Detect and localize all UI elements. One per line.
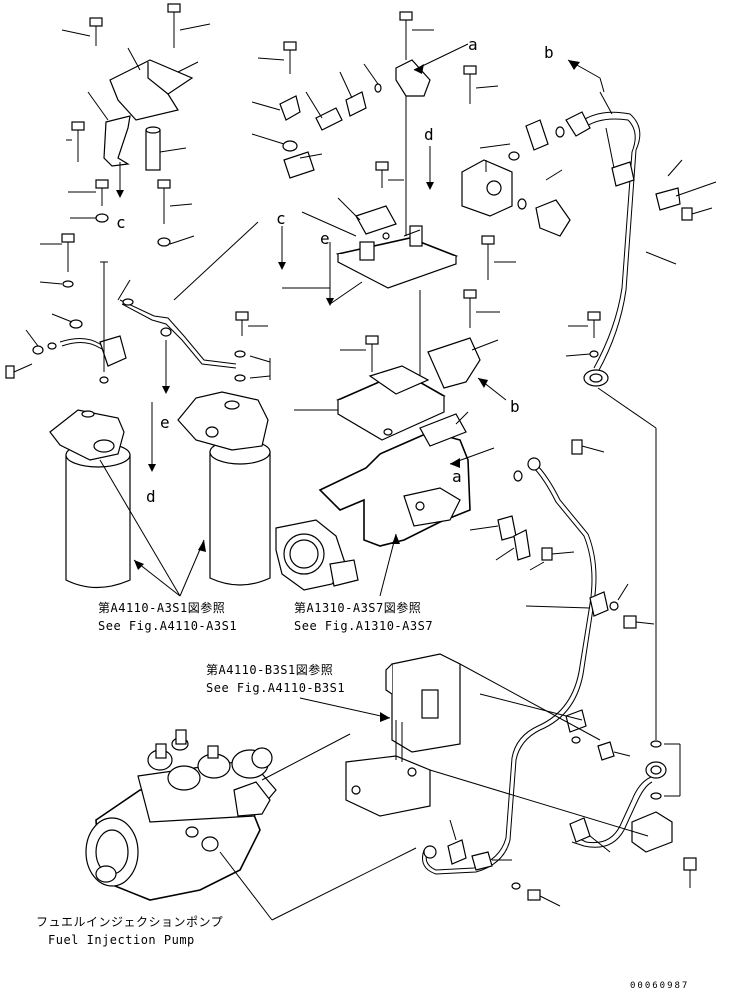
label-a-center: a <box>452 467 462 486</box>
label-c-center: c <box>276 209 286 228</box>
ref-manifold-jp: 第A1310-A3S7図参照 <box>294 600 421 615</box>
pipe-fittings-top <box>251 11 571 237</box>
ref-manifold-en: See Fig.A1310-A3S7 <box>294 619 433 633</box>
intake-manifold <box>275 411 495 597</box>
ref-pump-en: Fuel Injection Pump <box>48 933 195 947</box>
fuel-injection-pump <box>85 729 417 921</box>
ref-pump-jp: フュエルインジェクションポンプ <box>36 915 223 929</box>
ref-bracket-en: See Fig.A4110-B3S1 <box>206 681 345 695</box>
fuel-filter-right <box>177 391 271 586</box>
label-d-left: d <box>146 487 156 506</box>
intake-heater <box>294 311 601 441</box>
label-e-center: e <box>320 229 330 248</box>
document-number: 00060987 <box>630 981 689 991</box>
intake-plate <box>278 197 516 390</box>
ref-bracket-jp: 第A4110-B3S1図参照 <box>206 662 333 677</box>
ref-fuel-filter-en: See Fig.A4110-A3S1 <box>98 619 237 633</box>
pump-bracket <box>299 653 649 865</box>
label-d-top: d <box>424 125 434 144</box>
label-a-top: a <box>468 35 478 54</box>
label-e-left: e <box>160 413 170 432</box>
label-c-left: c <box>116 213 126 232</box>
label-b-center: b <box>510 397 520 416</box>
filter-bracket-hardware <box>5 3 271 472</box>
overflow-pipe-upper <box>565 59 717 740</box>
fuel-filter-left <box>49 409 131 589</box>
lower-banjo-pipe <box>569 736 697 888</box>
reference-notes: 第A4110-A3S1図参照 See Fig.A4110-A3S1 第A1310… <box>36 600 689 991</box>
leader-lines <box>99 459 206 597</box>
label-b-top: b <box>544 43 554 62</box>
callout-letters: a b c d c e e d b a <box>116 35 554 506</box>
ref-fuel-filter-jp: 第A4110-A3S1図参照 <box>98 600 225 615</box>
fuel-return-pipe <box>422 439 655 907</box>
